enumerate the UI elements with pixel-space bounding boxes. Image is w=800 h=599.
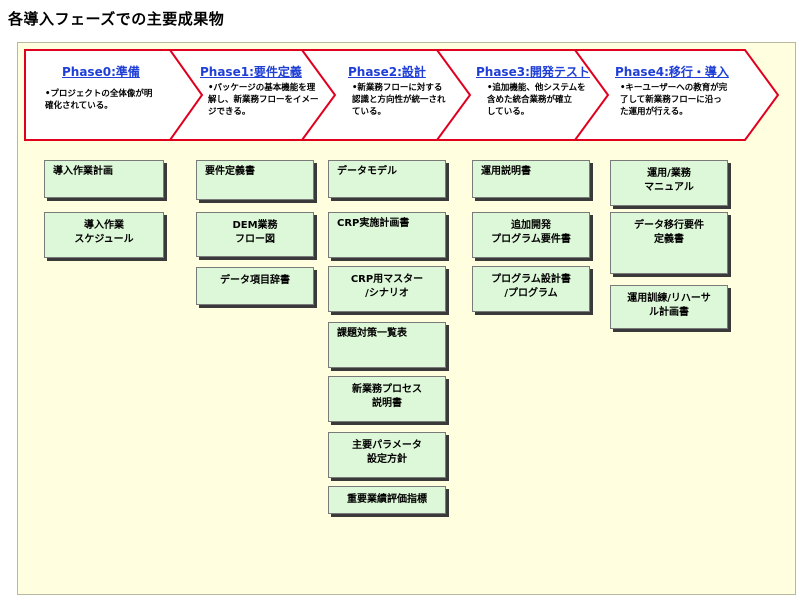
deliverable-box: 新業務プロセス 説明書: [328, 376, 446, 422]
deliverable-label: 運用訓練/リハーサ ル計画書: [627, 293, 711, 318]
deliverable-box: プログラム設計書 /プログラム: [472, 266, 590, 312]
deliverable-box: データ項目辞書: [196, 267, 314, 305]
phase1-desc-line: 解し、新業務フローをイメー: [208, 95, 319, 105]
deliverable-label: 導入作業 スケジュール: [74, 220, 134, 245]
phase2-desc: •新業務フローに対する 認識と方向性が統一され ている。: [352, 82, 446, 118]
phase3-desc-line: している。: [487, 107, 530, 117]
deliverable-box: CRP用マスター /シナリオ: [328, 266, 446, 312]
phase3-desc-line: •追加機能、他システムを: [487, 83, 586, 93]
deliverable-box: 課題対策一覧表: [328, 322, 446, 368]
phase3-desc: •追加機能、他システムを 含めた統合業務が確立 している。: [487, 82, 586, 118]
deliverable-label: プログラム設計書 /プログラム: [491, 274, 571, 299]
phase4-desc-line: た運用が行える。: [620, 107, 688, 117]
phase0-desc: •プロジェクトの全体像が明 確化されている。: [45, 88, 152, 112]
deliverable-box: データモデル: [328, 160, 446, 198]
page-title: 各導入フェーズでの主要成果物: [8, 10, 225, 28]
deliverable-box: 運用説明書: [472, 160, 590, 198]
phase3-title: Phase3:開発テスト: [476, 65, 590, 79]
deliverable-box: 追加開発 プログラム要件書: [472, 212, 590, 258]
phase2-desc-line: •新業務フローに対する: [352, 83, 443, 93]
deliverable-label: 導入作業計画: [53, 166, 113, 177]
deliverable-box: 導入作業 スケジュール: [44, 212, 164, 258]
deliverable-box: CRP実施計画書: [328, 212, 446, 258]
phase2-title: Phase2:設計: [348, 65, 426, 79]
deliverable-label: 重要業績評価指標: [347, 494, 427, 505]
deliverable-label: データモデル: [337, 166, 397, 177]
phase0-desc-line: 確化されている。: [45, 101, 113, 111]
deliverable-label: 追加開発 プログラム要件書: [491, 220, 571, 245]
deliverable-label: 新業務プロセス 説明書: [352, 384, 422, 409]
phase4-desc: •キーユーザーへの教育が完 了して新業務フローに沿っ た運用が行える。: [620, 82, 727, 118]
phase3-desc-line: 含めた統合業務が確立: [487, 95, 573, 105]
phase4-title: Phase4:移行・導入: [615, 65, 729, 79]
phase1-title: Phase1:要件定義: [200, 65, 302, 79]
deliverable-box: 運用/業務 マニュアル: [610, 160, 728, 206]
phase1-desc-line: •パッケージの基本機能を理: [208, 83, 316, 93]
deliverable-label: DEM業務 フロー図: [232, 220, 278, 245]
phase4-desc-line: •キーユーザーへの教育が完: [620, 83, 728, 93]
phase4-desc-line: 了して新業務フローに沿っ: [620, 95, 722, 105]
phase2-desc-line: 認識と方向性が統一され: [352, 95, 446, 105]
deliverable-box: 重要業績評価指標: [328, 486, 446, 514]
deliverable-box: 導入作業計画: [44, 160, 164, 198]
deliverable-label: CRP用マスター /シナリオ: [350, 274, 424, 299]
deliverable-label: CRP実施計画書: [337, 218, 410, 229]
deliverable-label: 運用/業務 マニュアル: [644, 168, 694, 193]
phase0-desc-line: •プロジェクトの全体像が明: [45, 89, 153, 99]
deliverable-box: 運用訓練/リハーサ ル計画書: [610, 285, 728, 329]
deliverable-label: 運用説明書: [481, 166, 531, 177]
deliverable-box: DEM業務 フロー図: [196, 212, 314, 257]
deliverable-label: データ移行要件 定義書: [634, 220, 704, 245]
deliverable-label: 要件定義書: [205, 166, 255, 177]
deliverable-label: 課題対策一覧表: [337, 328, 407, 339]
deliverable-box: 要件定義書: [196, 160, 314, 200]
deliverable-label: データ項目辞書: [220, 275, 290, 286]
deliverable-label: 主要パラメータ 設定方針: [352, 440, 422, 465]
phase0-title: Phase0:準備: [62, 65, 140, 79]
deliverable-box: データ移行要件 定義書: [610, 212, 728, 274]
phase2-desc-line: ている。: [352, 107, 387, 117]
phase1-desc: •パッケージの基本機能を理 解し、新業務フローをイメー ジできる。: [208, 82, 319, 118]
phase4-chevron: [573, 49, 780, 141]
deliverable-box: 主要パラメータ 設定方針: [328, 432, 446, 478]
phase1-desc-line: ジできる。: [208, 107, 251, 117]
